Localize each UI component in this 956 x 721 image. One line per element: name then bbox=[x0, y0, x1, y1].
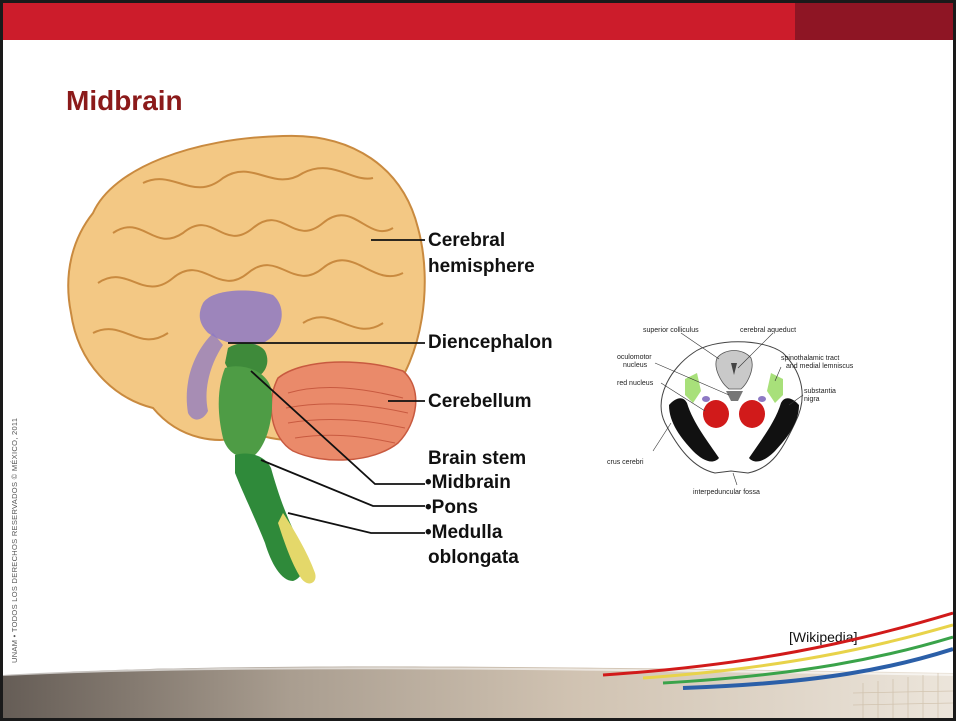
slide: Midbrain Cerebral hemisphere Diencephalo… bbox=[3, 3, 953, 718]
bottom-decoration bbox=[3, 3, 953, 718]
swoosh-red bbox=[603, 613, 953, 675]
floor-band bbox=[3, 667, 953, 719]
copyright-vertical: UNAM • TODOS LOS DERECHOS RESERVADOS © M… bbox=[10, 418, 19, 663]
